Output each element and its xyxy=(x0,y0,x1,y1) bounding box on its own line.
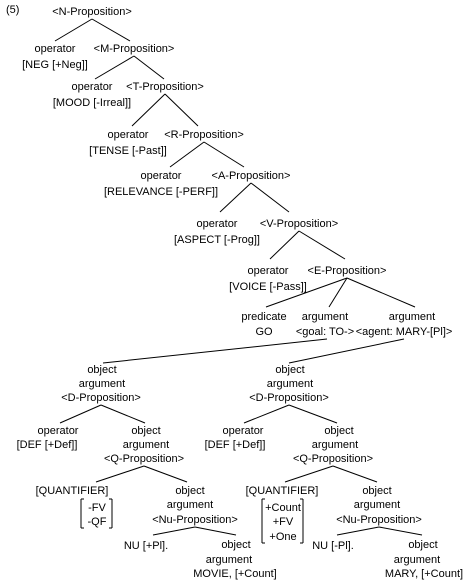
node-right-q-proposition: <Q-Proposition> xyxy=(293,453,373,465)
node-left-nu-argument: argument xyxy=(167,499,213,511)
node-right-q-argument: argument xyxy=(312,439,358,451)
edge xyxy=(203,141,245,168)
edge xyxy=(298,230,346,260)
edge xyxy=(336,526,380,536)
node-tense-feature: [TENSE [-Past]] xyxy=(89,145,167,157)
edge xyxy=(250,182,290,213)
edge xyxy=(91,18,131,42)
edge xyxy=(131,93,166,127)
node-predicate: predicate xyxy=(241,311,286,323)
node-operator-aspect: operator xyxy=(197,218,238,230)
node-right-d-proposition: <D-Proposition> xyxy=(249,392,329,404)
node-right-nu-argument: argument xyxy=(354,499,400,511)
node-neg-feature: [NEG [+Neg]] xyxy=(22,59,88,71)
node-right-argument: argument xyxy=(267,378,313,390)
node-right-leaf-mary: MARY, [+Count] xyxy=(385,568,463,580)
edge xyxy=(194,526,237,536)
node-right-nu-object: object xyxy=(362,485,391,497)
node-right-q-object: object xyxy=(324,425,353,437)
node-right-feature-fv: +FV xyxy=(273,516,294,528)
node-argument-goal: argument xyxy=(302,311,348,323)
node-left-q-proposition: <Q-Proposition> xyxy=(104,453,184,465)
node-right-feature-one: +One xyxy=(269,531,296,543)
edge xyxy=(54,18,93,42)
node-left-feature-fv: -FV xyxy=(88,502,106,514)
edge xyxy=(288,338,405,364)
node-right-operator-def: operator xyxy=(223,425,264,437)
node-right-leaf-argument: argument xyxy=(394,554,440,566)
node-right-def-feature: [DEF [+Def]] xyxy=(205,439,266,451)
edge xyxy=(102,338,328,364)
node-right-leaf-object: object xyxy=(408,539,437,551)
node-relevance-feature: [RELEVANCE [-PERF]] xyxy=(104,186,218,198)
node-left-quantifier: [QUANTIFIER] xyxy=(36,485,109,497)
edge xyxy=(265,277,348,308)
node-n-proposition: <N-Proposition> xyxy=(52,6,132,18)
node-left-nu-object: object xyxy=(175,485,204,497)
edge xyxy=(143,465,188,483)
edge xyxy=(100,404,146,424)
node-mood-feature: [MOOD [-Irreal]] xyxy=(53,97,131,109)
edge xyxy=(269,230,300,260)
node-aspect-feature: [ASPECT [-Prog]] xyxy=(174,234,260,246)
node-r-proposition: <R-Proposition> xyxy=(164,129,244,141)
node-left-object: object xyxy=(87,364,116,376)
node-right-nu: NU [-Pl]. xyxy=(312,540,354,552)
node-agent: <agent: MARY-[Pl]> xyxy=(356,326,453,338)
edge xyxy=(152,526,196,536)
node-left-nu: NU [+Pl]. xyxy=(124,540,168,552)
node-predicate-go: GO xyxy=(255,326,273,338)
node-v-proposition: <V-Proposition> xyxy=(260,218,338,230)
node-e-proposition: <E-Proposition> xyxy=(308,265,387,277)
edge xyxy=(95,465,145,483)
node-left-feature-qf: -QF xyxy=(88,516,107,528)
node-t-proposition: <T-Proposition> xyxy=(126,81,204,93)
node-right-quantifier: [QUANTIFIER] xyxy=(246,485,319,497)
edge xyxy=(133,55,165,80)
node-right-feature-count: +Count xyxy=(265,502,301,514)
edge xyxy=(94,55,135,80)
node-left-leaf-movie: MOVIE, [+Count] xyxy=(193,568,276,580)
node-a-proposition: <A-Proposition> xyxy=(212,170,291,182)
edge xyxy=(59,404,102,424)
node-left-q-object: object xyxy=(131,425,160,437)
edge xyxy=(284,465,334,483)
node-m-proposition: <M-Proposition> xyxy=(94,43,175,55)
node-operator-relevance: operator xyxy=(141,170,182,182)
node-right-nu-proposition: <Nu-Proposition> xyxy=(336,514,422,526)
edge xyxy=(288,404,338,424)
example-label: (5) xyxy=(6,4,19,16)
edge xyxy=(332,465,378,483)
edge xyxy=(164,93,199,127)
node-left-leaf-argument: argument xyxy=(206,554,252,566)
edge xyxy=(346,277,416,308)
node-operator-voice: operator xyxy=(248,265,289,277)
node-left-d-proposition: <D-Proposition> xyxy=(61,392,141,404)
node-left-q-argument: argument xyxy=(123,439,169,451)
node-left-leaf-object: object xyxy=(221,539,250,551)
edge xyxy=(169,141,205,168)
edge xyxy=(328,277,348,308)
edge xyxy=(243,404,290,424)
node-voice-feature: [VOICE [-Pass]] xyxy=(229,281,307,293)
edge xyxy=(219,182,252,213)
node-argument-agent: argument xyxy=(389,311,435,323)
node-goal: <goal: TO-> xyxy=(296,326,354,338)
node-operator-mood: operator xyxy=(72,81,113,93)
node-operator-neg: operator xyxy=(35,43,76,55)
node-left-def-feature: [DEF [+Def]] xyxy=(17,439,78,451)
node-left-nu-proposition: <Nu-Proposition> xyxy=(152,514,238,526)
edge xyxy=(378,526,423,536)
node-right-object: object xyxy=(275,364,304,376)
node-operator-tense: operator xyxy=(108,129,149,141)
node-left-operator-def: operator xyxy=(38,425,79,437)
node-left-argument: argument xyxy=(79,378,125,390)
